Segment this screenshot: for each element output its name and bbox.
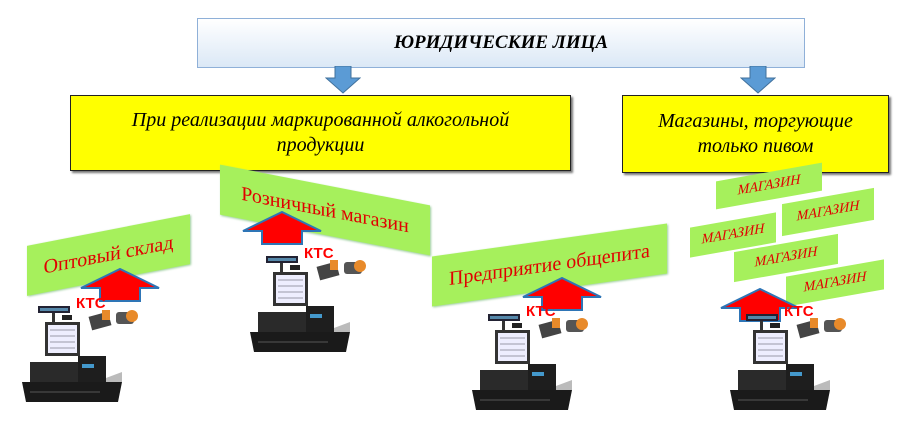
device-label: КТС bbox=[784, 303, 814, 320]
shop-label: МАГАЗИН bbox=[796, 198, 860, 225]
branch-beer: Магазины, торгующие только пивом bbox=[622, 95, 889, 173]
cash-register-kit: КТС bbox=[728, 303, 853, 423]
arrow-down-icon bbox=[325, 66, 361, 94]
cash-register-icon bbox=[22, 306, 138, 402]
branch-label: При реализации маркированной алкогольной… bbox=[131, 109, 510, 156]
cash-register-kit: КТС bbox=[248, 245, 373, 365]
cash-register-icon bbox=[730, 314, 846, 410]
arrow-up-icon bbox=[522, 277, 602, 311]
arrow-up-icon bbox=[242, 211, 322, 245]
shop-label: МАГАЗИН bbox=[737, 172, 801, 199]
cash-register-kit: КТС bbox=[20, 295, 145, 415]
shop-label: МАГАЗИН bbox=[701, 221, 765, 248]
arrow-up-icon bbox=[720, 288, 800, 322]
device-label: КТС bbox=[76, 295, 106, 312]
header-title: ЮРИДИЧЕСКИЕ ЛИЦА bbox=[393, 32, 609, 53]
device-label: КТС bbox=[304, 245, 334, 262]
cash-register-kit: КТС bbox=[470, 303, 595, 423]
shop-label: МАГАЗИН bbox=[803, 269, 867, 296]
branch-alcohol: При реализации маркированной алкогольной… bbox=[70, 95, 571, 171]
cash-register-icon bbox=[472, 314, 588, 410]
cash-register-icon bbox=[250, 256, 366, 352]
shop-label: МАГАЗИН bbox=[754, 244, 818, 271]
device-label: КТС bbox=[526, 303, 556, 320]
arrow-down-icon bbox=[740, 66, 776, 94]
arrow-up-icon bbox=[80, 268, 160, 302]
legal-entities-header: ЮРИДИЧЕСКИЕ ЛИЦА bbox=[197, 18, 805, 68]
branch-label: Магазины, торгующие только пивом bbox=[658, 110, 853, 157]
